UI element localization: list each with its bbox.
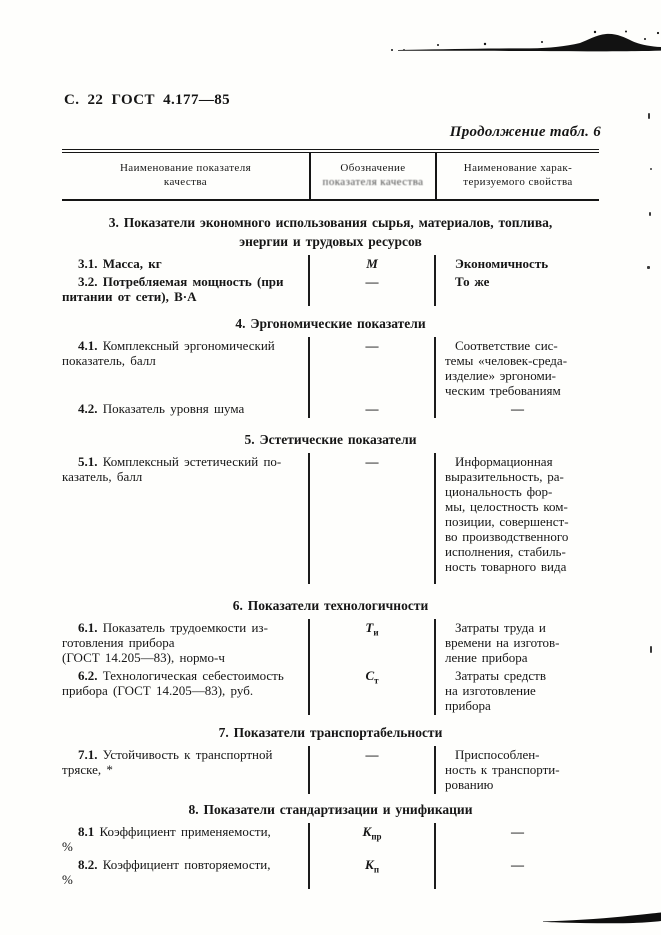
row-indicator-symbol: Кп — [308, 856, 436, 889]
table-section: 4. Эргономические показатели 4.1. Комплек… — [62, 314, 599, 418]
row-indicator-symbol: Ст — [308, 667, 436, 715]
column-header-indicator-symbol: Обозначение показателя качества — [309, 153, 435, 199]
row-property-name: Затраты средств на изготовление прибора — [445, 668, 546, 713]
row-indicator-name: 3.1. Масса, кг — [78, 256, 162, 271]
scan-speck — [647, 266, 650, 269]
table-row: 8.1 Коэффициент применяемости, % Кпр — — [62, 823, 599, 856]
scan-speck — [650, 646, 652, 653]
row-indicator-symbol: — — [308, 400, 436, 418]
row-indicator-symbol: М — [308, 255, 436, 273]
table-row: 4.2. Показатель уровня шума — — — [62, 400, 599, 418]
table-section: 3. Показатели экономного использования с… — [62, 213, 599, 306]
section-heading: 4. Эргономические показатели — [235, 316, 426, 331]
row-indicator-name: 6.1. Показатель трудоемкости из- готовле… — [62, 620, 268, 665]
row-property-name: Затраты труда и времени на изготов- лени… — [445, 620, 560, 665]
quality-indicators-table: Наименование показателя качества Обознач… — [62, 149, 599, 889]
table-section: 5. Эстетические показатели 5.1. Комплексн… — [62, 430, 599, 584]
row-indicator-name: 6.2. Технологическая себестоимость прибо… — [62, 668, 284, 698]
running-header: С. 22 ГОСТ 4.177—85 — [64, 92, 231, 108]
section-heading: 8. Показатели стандартизации и унификаци… — [188, 802, 473, 817]
section-rows: 7.1. Устойчивость к транспортной тряске,… — [62, 746, 599, 794]
row-indicator-name: 8.2. Коэффициент повторяемости, % — [62, 857, 271, 887]
row-indicator-name: 3.2. Потребляемая мощность (при питании … — [62, 274, 284, 304]
scan-speck — [648, 113, 650, 119]
column-header-property-name: Наименование харак- теризуемого свойства — [435, 153, 599, 199]
table-row: 3.1. Масса, кг М Экономичность — [62, 255, 599, 273]
row-property-name: Приспособлен- ность к транспорти- ровани… — [445, 747, 560, 792]
section-rows: 4.1. Комплексный эргономический показате… — [62, 337, 599, 418]
row-property-name: Информационная выразительность, ра- цион… — [445, 454, 569, 574]
table-caption: Продолжение табл. 6 — [449, 124, 601, 140]
scan-smudge-top — [391, 30, 661, 52]
row-indicator-name: 4.2. Показатель уровня шума — [78, 401, 245, 416]
table-body-sections: 3. Показатели экономного использования с… — [62, 213, 599, 889]
table-section: 8. Показатели стандартизации и унификаци… — [62, 800, 599, 889]
column-header-indicator-name: Наименование показателя качества — [119, 162, 252, 188]
section-heading: 5. Эстетические показатели — [244, 432, 417, 447]
row-indicator-symbol: Кпр — [308, 823, 436, 856]
table-row: 6.1. Показатель трудоемкости из- готовле… — [62, 619, 599, 667]
table-row: 3.2. Потребляемая мощность (при питании … — [62, 273, 599, 306]
section-heading: 6. Показатели технологичности — [232, 598, 429, 613]
table-row: 6.2. Технологическая себестоимость прибо… — [62, 667, 599, 715]
section-rows: 3.1. Масса, кг М Экономичность 3.2. Потребл… — [62, 255, 599, 306]
row-property-name: — — [511, 401, 524, 416]
section-heading: 7. Показатели транспортабельности — [218, 725, 443, 740]
table-section: 7. Показатели транспортабельности 7.1. Ус… — [62, 723, 599, 794]
row-property-name: — — [511, 857, 524, 872]
table-row: 4.1. Комплексный эргономический показате… — [62, 337, 599, 400]
row-property-name: — — [511, 824, 524, 839]
row-indicator-symbol: Ти — [308, 619, 436, 667]
row-indicator-symbol: — — [308, 453, 436, 584]
row-indicator-symbol: — — [308, 273, 436, 306]
row-indicator-name: 5.1. Комплексный эстетический по- казате… — [62, 454, 282, 484]
row-indicator-name: 4.1. Комплексный эргономический показате… — [62, 338, 275, 368]
section-heading: 3. Показатели экономного использования с… — [108, 215, 553, 249]
table-header-row: Наименование показателя качества Обознач… — [62, 149, 599, 201]
table-row: 7.1. Устойчивость к транспортной тряске,… — [62, 746, 599, 794]
row-property-name: Соответствие сис- темы «человек-среда- и… — [445, 338, 568, 398]
scan-smudge-bottom — [543, 912, 661, 924]
table-row: 8.2. Коэффициент повторяемости, % Кп — — [62, 856, 599, 889]
scan-speck — [650, 168, 652, 170]
section-rows: 8.1 Коэффициент применяемости, %Кпр—8.2.… — [62, 823, 599, 889]
table-row: 5.1. Комплексный эстетический по- казате… — [62, 453, 599, 584]
row-property-name: То же — [455, 274, 490, 289]
row-indicator-name: 7.1. Устойчивость к транспортной тряске,… — [62, 747, 273, 777]
section-rows: 6.1. Показатель трудоемкости из- готовле… — [62, 619, 599, 715]
row-indicator-name: 8.1 Коэффициент применяемости, % — [62, 824, 271, 854]
row-indicator-symbol: — — [308, 746, 436, 794]
row-indicator-symbol: — — [308, 337, 436, 400]
scan-speck — [649, 212, 651, 216]
row-property-name: Экономичность — [455, 256, 549, 271]
section-rows: 5.1. Комплексный эстетический по- казате… — [62, 453, 599, 584]
table-section: 6. Показатели технологичности 6.1. Показа… — [62, 596, 599, 715]
